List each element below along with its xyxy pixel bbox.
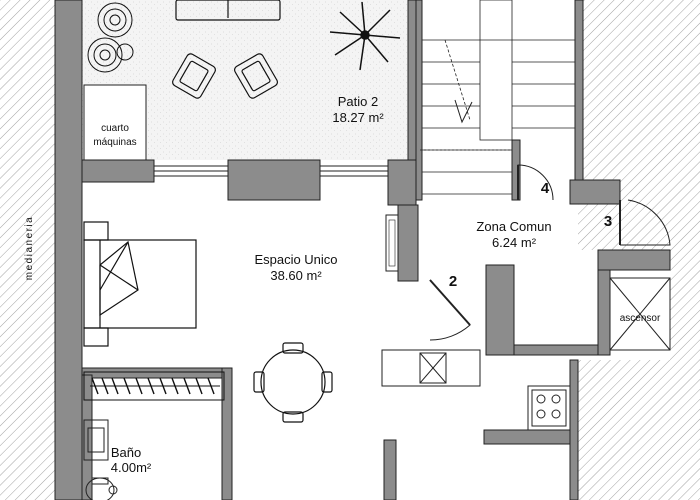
- zona-cabinet-inner: [388, 219, 396, 267]
- plant-shrubs: [87, 2, 134, 73]
- patio-area: 18.27 m²: [332, 110, 384, 125]
- hatch-ascensor-side: [670, 250, 700, 360]
- walls: [54, 0, 671, 500]
- espacio-name: Espacio Unico: [254, 252, 337, 267]
- patio-armchairs: [172, 53, 278, 99]
- cuarto-label-line2: máquinas: [93, 137, 136, 148]
- patio-sofa: [175, 0, 281, 21]
- door-number-2: 2: [449, 273, 457, 290]
- ascensor-shaft: [609, 277, 671, 351]
- medianeria-label: medianeria: [24, 216, 35, 280]
- door-swings: [429, 164, 671, 341]
- zona-area: 6.24 m²: [492, 235, 537, 250]
- zona-name: Zona Comun: [476, 219, 551, 234]
- zona-cabinet: [385, 214, 399, 272]
- hatch-left: [0, 0, 55, 500]
- bath-fixtures: [83, 419, 118, 500]
- bano-area: 4.00m²: [111, 460, 152, 475]
- hatch-right-top: [578, 0, 700, 250]
- door-number-4: 4: [541, 180, 550, 197]
- ascensor-label: ascensor: [620, 313, 661, 324]
- hatch-right-bottom: [578, 360, 700, 500]
- windows: [153, 165, 389, 177]
- wardrobe: [83, 371, 225, 401]
- dining-table: [253, 342, 333, 423]
- kitchen-counter: [381, 349, 571, 431]
- espacio-area: 38.60 m²: [270, 268, 322, 283]
- door-number-3: 3: [604, 213, 612, 230]
- cuarto-label-line1: cuarto: [101, 123, 129, 134]
- staircase: [420, 0, 575, 195]
- patio-name: Patio 2: [338, 94, 378, 109]
- bed: [83, 221, 197, 347]
- palm-plant: [329, 1, 401, 71]
- bano-name: Baño: [111, 445, 141, 460]
- cuarto-maquinas-box: [83, 84, 147, 161]
